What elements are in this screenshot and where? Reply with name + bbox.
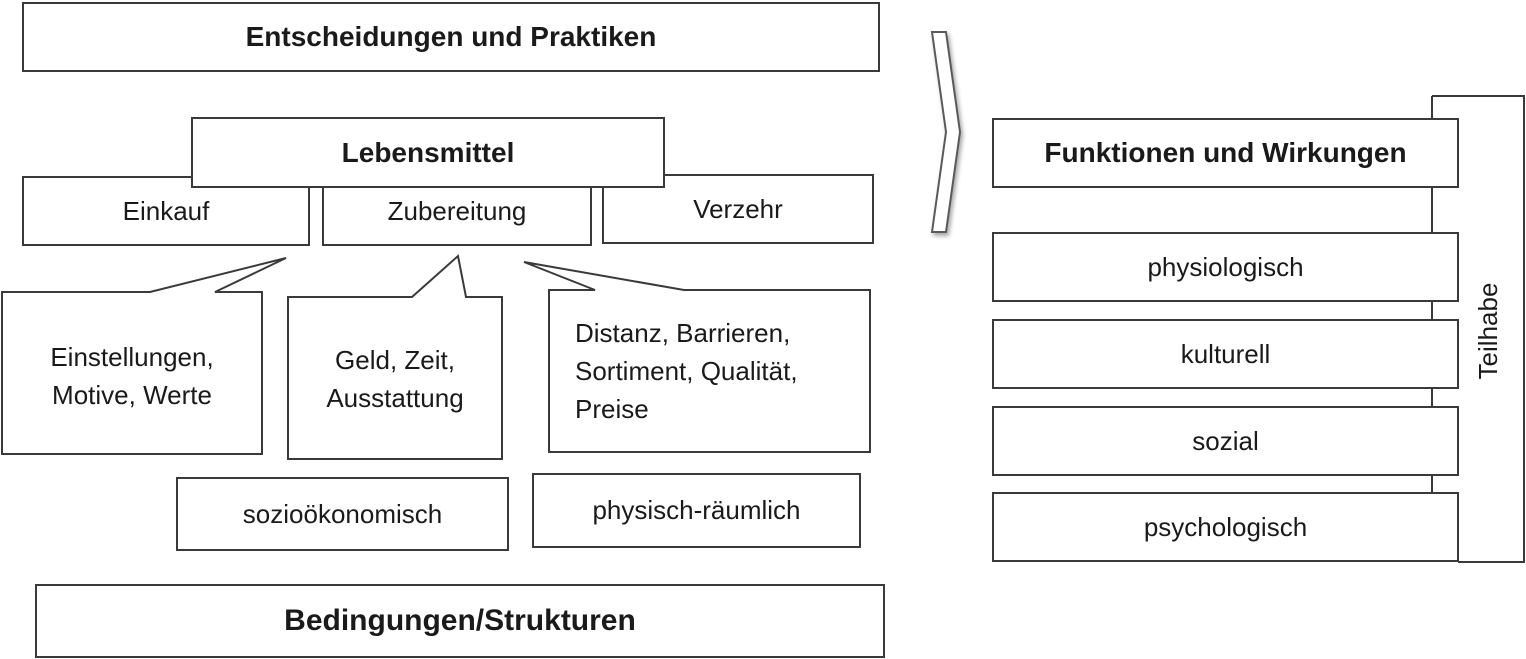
teilhabe-label: Teilhabe <box>1473 282 1503 380</box>
callout-environment-line: Preise <box>575 394 649 424</box>
chevron-arrow-icon <box>930 31 962 233</box>
callout-environment-line: Sortiment, Qualität, <box>575 356 798 386</box>
callout-resources-line: Ausstattung <box>326 383 464 413</box>
function-physiological-label: physiologisch <box>1147 251 1304 282</box>
decisions-practices-box: Entscheidungen und Praktiken <box>22 2 880 72</box>
stage-einkauf-label: Einkauf <box>122 195 210 226</box>
functions-effects-box: Funktionen und Wirkungen <box>992 118 1459 188</box>
category-physical-label: physisch-räumlich <box>592 495 801 525</box>
callout-individual-line: Motive, Werte <box>52 380 212 410</box>
callout-environment-shape <box>523 261 871 453</box>
callout-resources-text: Geld, Zeit, Ausstattung <box>288 341 502 417</box>
functions-effects-title: Funktionen und Wirkungen <box>1044 137 1407 168</box>
function-social-box: sozial <box>992 406 1459 476</box>
lebensmittel-title: Lebensmittel <box>341 136 515 168</box>
function-cultural-box: kulturell <box>992 319 1459 389</box>
callout-environment-text: Distanz, Barrieren, Sortiment, Qualität,… <box>575 314 865 428</box>
callout-individual-line: Einstellungen, <box>50 342 214 372</box>
teilhabe-bracket <box>1432 95 1525 563</box>
category-physical-box: physisch-räumlich <box>532 473 861 548</box>
category-socioeconomic-box: sozioökonomisch <box>176 477 509 551</box>
stage-zubereitung-label: Zubereitung <box>387 195 527 226</box>
function-psychological-label: psychologisch <box>1143 511 1308 542</box>
callout-environment-line: Distanz, Barrieren, <box>575 318 791 348</box>
stage-verzehr-label: Verzehr <box>693 193 783 224</box>
function-social-label: sozial <box>1192 425 1259 456</box>
conditions-structures-title: Bedingungen/Strukturen <box>284 604 636 637</box>
callout-resources-shape <box>287 254 503 460</box>
callout-individual-shape <box>1 257 287 455</box>
callout-individual-text: Einstellungen, Motive, Werte <box>2 338 262 414</box>
function-cultural-label: kulturell <box>1180 338 1271 369</box>
category-socioeconomic-label: sozioökonomisch <box>242 498 443 529</box>
decisions-practices-title: Entscheidungen und Praktiken <box>245 21 657 52</box>
lebensmittel-box: Lebensmittel <box>191 117 665 188</box>
function-physiological-box: physiologisch <box>992 232 1459 302</box>
callout-resources-line: Geld, Zeit, <box>335 345 455 375</box>
conditions-structures-box: Bedingungen/Strukturen <box>35 584 885 658</box>
function-psychological-box: psychologisch <box>992 492 1459 562</box>
